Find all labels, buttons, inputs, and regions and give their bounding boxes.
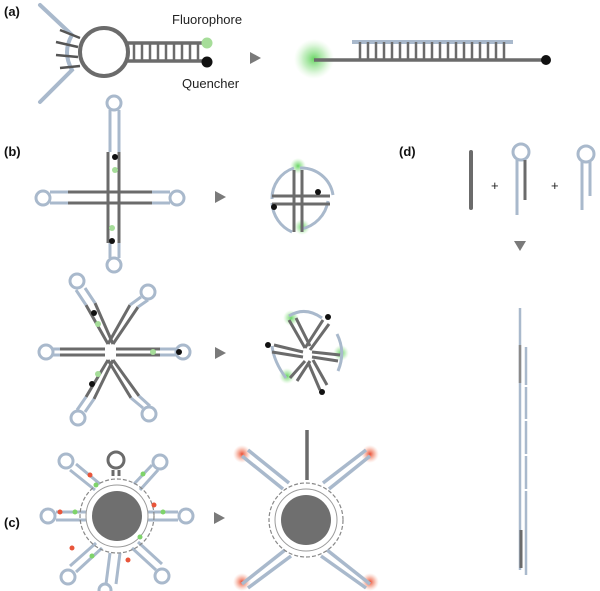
panel-label-d: (d) <box>399 144 416 159</box>
nanoparticle-open <box>233 430 379 591</box>
plus-sign-2: + <box>551 178 559 193</box>
quencher-dot-open <box>541 55 551 65</box>
molecular-beacon-closed <box>38 3 206 104</box>
quencher-label: Quencher <box>182 76 240 91</box>
panel-label-c: (c) <box>4 515 20 530</box>
fluorophore-label: Fluorophore <box>172 12 242 27</box>
arrow-a <box>250 52 261 64</box>
six-way-junction-open <box>265 310 349 395</box>
arrow-b-top <box>215 191 226 203</box>
nanoparticle-closed <box>39 450 195 591</box>
six-way-junction-closed <box>37 272 192 427</box>
arrow-b-middle <box>215 347 226 359</box>
hairpin-h1 <box>511 142 531 215</box>
arrow-c <box>214 512 225 524</box>
panel-label-b: (b) <box>4 144 21 159</box>
hcr-components <box>469 142 596 215</box>
arrow-d <box>514 241 526 251</box>
molecular-beacon-open <box>294 39 551 79</box>
hairpin-h2 <box>576 144 596 210</box>
hcr-polymer <box>518 308 528 575</box>
fluorophore-dot <box>201 37 213 49</box>
plus-sign-1: + <box>491 178 499 193</box>
four-way-junction-open <box>270 158 335 235</box>
panel-label-a: (a) <box>4 4 20 19</box>
four-way-junction-closed <box>34 94 186 274</box>
quencher-dot <box>201 56 213 68</box>
